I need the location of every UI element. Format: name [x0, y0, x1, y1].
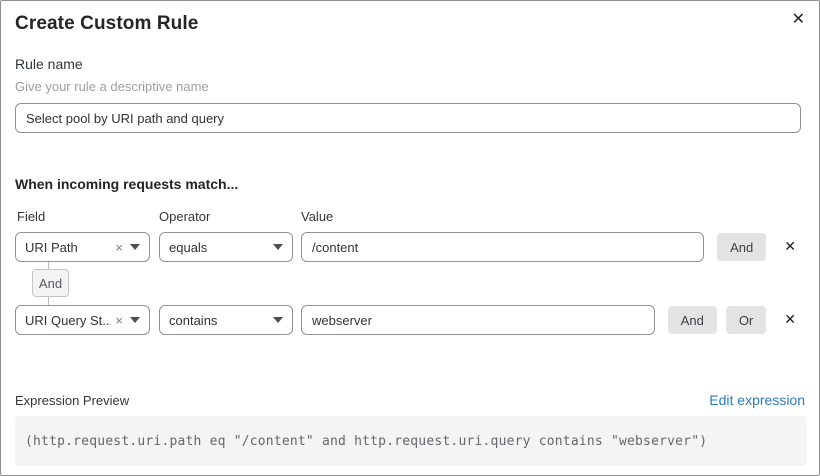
operator-select[interactable]: equals	[159, 232, 293, 262]
rule-name-section: Rule name Give your rule a descriptive n…	[15, 56, 805, 133]
field-select[interactable]: URI Query St... ×	[15, 305, 150, 335]
connector-and-chip[interactable]: And	[32, 269, 69, 297]
clear-field-icon[interactable]: ×	[115, 312, 123, 328]
field-select-value: URI Path	[25, 239, 78, 255]
field-column-label: Field	[17, 209, 46, 224]
expression-code: (http.request.uri.path eq "/content" and…	[25, 433, 708, 449]
operator-select-value: contains	[169, 312, 218, 328]
rule-name-label: Rule name	[15, 56, 83, 72]
condition-row: URI Query St... × contains And Or ✕	[15, 305, 805, 335]
value-column-label: Value	[301, 209, 334, 224]
expression-preview-label: Expression Preview	[15, 392, 130, 408]
matcher-column-labels: Field Operator Value	[15, 209, 805, 224]
or-button[interactable]: Or	[725, 306, 767, 334]
page-title: Create Custom Rule	[15, 13, 199, 34]
operator-select-value: equals	[169, 239, 208, 255]
chevron-down-icon	[273, 317, 283, 323]
condition-connector: And	[15, 262, 805, 305]
expression-code-block: (http.request.uri.path eq "/content" and…	[15, 416, 807, 466]
condition-row: URI Path × equals And ✕	[15, 232, 805, 262]
matcher-heading: When incoming requests match...	[15, 176, 239, 192]
rule-name-input[interactable]	[15, 103, 801, 133]
value-input[interactable]	[301, 305, 655, 335]
remove-condition-icon[interactable]: ✕	[784, 312, 796, 328]
chevron-down-icon	[273, 244, 283, 250]
edit-expression-link[interactable]: Edit expression	[709, 392, 805, 408]
operator-column-label: Operator	[159, 209, 211, 224]
and-button[interactable]: And	[667, 306, 717, 334]
rule-name-hint: Give your rule a descriptive name	[15, 79, 209, 94]
field-select-value: URI Query St...	[25, 312, 112, 328]
value-input[interactable]	[301, 232, 705, 262]
expression-header: Expression Preview Edit expression	[15, 392, 805, 408]
operator-select[interactable]: contains	[159, 305, 293, 335]
field-select[interactable]: URI Path ×	[15, 232, 150, 262]
remove-condition-icon[interactable]: ✕	[784, 239, 796, 255]
and-button[interactable]: And	[717, 233, 767, 261]
clear-field-icon[interactable]: ×	[115, 239, 123, 255]
chevron-down-icon	[130, 317, 140, 323]
chevron-down-icon	[130, 244, 140, 250]
close-icon[interactable]: ✕	[788, 7, 809, 31]
